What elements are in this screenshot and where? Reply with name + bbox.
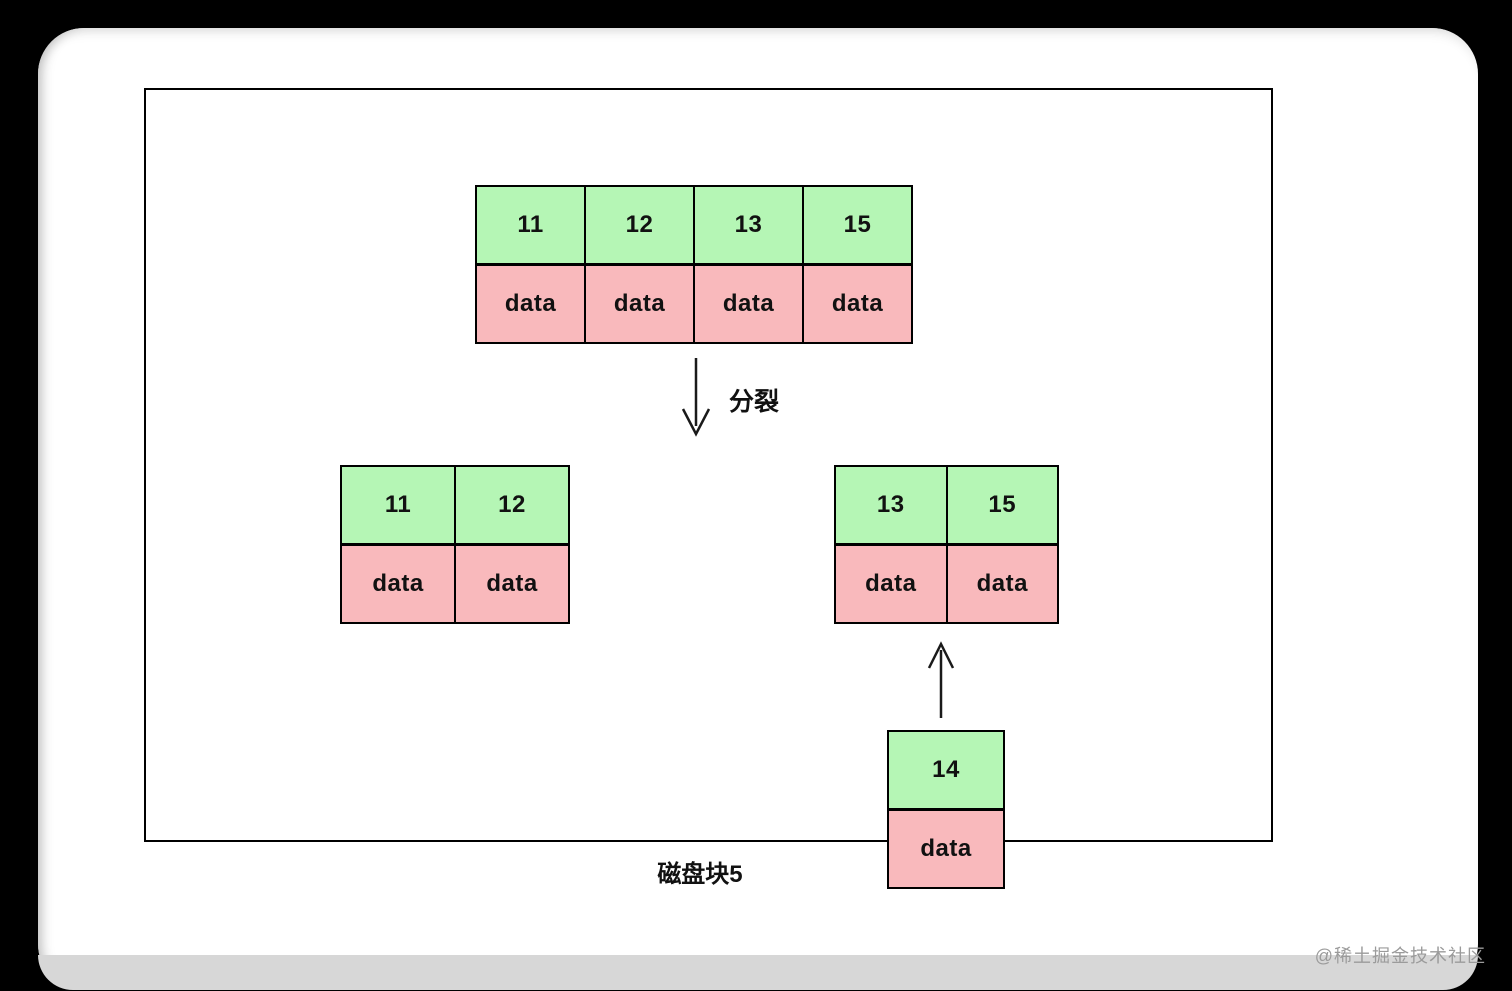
key-cell: 12 xyxy=(584,187,693,263)
data-cell: data xyxy=(836,546,946,622)
key-cell: 13 xyxy=(693,187,802,263)
data-cell: data xyxy=(342,546,454,622)
diagram-frame: 11 12 13 15 data data data data 分裂 11 12 xyxy=(144,88,1273,889)
key-cell: 14 xyxy=(889,732,1003,808)
data-cell: data xyxy=(693,266,802,342)
node-inserted: 14 data xyxy=(887,730,1005,889)
node-split-right-data-row: data data xyxy=(836,546,1057,622)
data-cell: data xyxy=(477,266,584,342)
card-footer-strip xyxy=(38,955,1478,990)
node-inserted-keys-row: 14 xyxy=(889,732,1003,811)
content-card: 11 12 13 15 data data data data 分裂 11 12 xyxy=(38,28,1478,990)
node-inserted-data-row: data xyxy=(889,811,1003,887)
diagram-caption: 磁盘块5 xyxy=(657,861,743,888)
insert-arrow-up-icon xyxy=(927,641,955,718)
node-full-data-row: data data data data xyxy=(477,266,911,342)
key-cell: 13 xyxy=(836,467,946,543)
split-label: 分裂 xyxy=(729,388,780,416)
node-split-left: 11 12 data data xyxy=(340,465,570,624)
key-cell: 12 xyxy=(454,467,568,543)
node-split-left-keys-row: 11 12 xyxy=(342,467,568,546)
split-arrow-down-icon xyxy=(681,358,711,437)
data-cell: data xyxy=(945,546,1057,622)
node-split-left-data-row: data data xyxy=(342,546,568,622)
key-cell: 11 xyxy=(342,467,454,543)
node-split-right-keys-row: 13 15 xyxy=(836,467,1057,546)
key-cell: 11 xyxy=(477,187,584,263)
data-cell: data xyxy=(802,266,911,342)
node-split-right: 13 15 data data xyxy=(834,465,1059,624)
data-cell: data xyxy=(454,546,568,622)
data-cell: data xyxy=(584,266,693,342)
key-cell: 15 xyxy=(802,187,911,263)
data-cell: data xyxy=(889,811,1003,887)
key-cell: 15 xyxy=(945,467,1057,543)
watermark: @稀土掘金技术社区 xyxy=(1314,946,1486,966)
node-full: 11 12 13 15 data data data data xyxy=(475,185,913,344)
node-full-keys-row: 11 12 13 15 xyxy=(477,187,911,266)
